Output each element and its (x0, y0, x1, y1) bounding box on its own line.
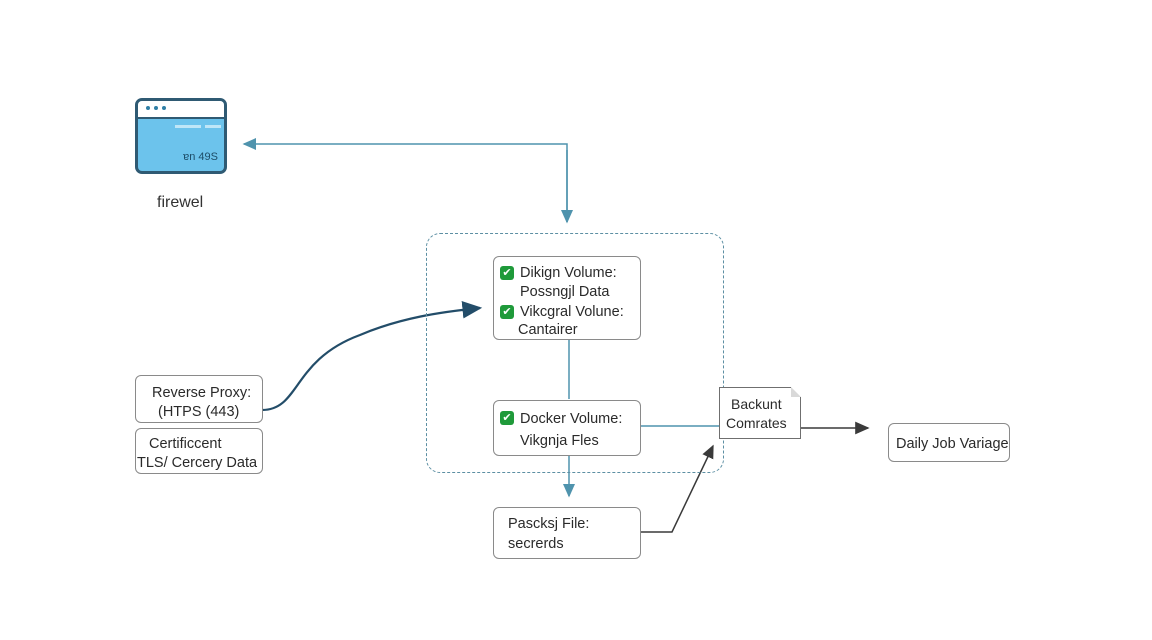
window-line-icon (175, 125, 201, 128)
docker-volume-box[interactable]: ✔ Docker Volume: Vikgnja Fles (493, 400, 641, 456)
window-dot-icon (146, 106, 150, 110)
firewall-link-arrow (242, 138, 568, 222)
volumes-box[interactable]: ✔ Dikign Volume: Possngjl Data ✔ Vikcgra… (493, 256, 641, 340)
package-file-line1: Pascksj File: (508, 516, 590, 532)
package-file-line2: secrerds (508, 536, 564, 552)
proxy-to-volume-arrow (261, 300, 483, 412)
reverse-proxy-line2: (HTPS (443) (158, 404, 240, 420)
volume-item1-line2: Possngjl Data (520, 284, 610, 300)
docker-volume-line1: Docker Volume: (520, 411, 623, 427)
backup-line1: Backunt (731, 396, 782, 412)
backup-document[interactable]: Backunt Comrates (719, 387, 801, 439)
docker-host-boundary (426, 233, 724, 473)
docker-volume-line2: Vikgnja Fles (520, 433, 599, 449)
package-file-box[interactable]: Pascksj File: secrerds (493, 507, 641, 559)
certificate-line2: TLS/ Cercery Data (137, 455, 258, 471)
package-to-backup-arrow (641, 444, 714, 533)
reverse-proxy-line1: Reverse Proxy: (152, 385, 252, 401)
page-fold-icon (791, 387, 801, 397)
window-line-icon (205, 125, 221, 128)
firewall-caption: firewel (157, 194, 204, 211)
checkbox-checked-icon[interactable]: ✔ (500, 266, 514, 280)
certificate-line1: Certificcent (149, 436, 222, 452)
window-titlebar (138, 101, 224, 119)
reverse-proxy-box[interactable]: Reverse Proxy: (HTPS (443) (135, 375, 263, 423)
backup-line2: Comrates (726, 415, 787, 431)
volume-item2-line1: Vikcgral Volune: (520, 304, 624, 320)
window-dot-icon (162, 106, 166, 110)
window-dot-icon (154, 106, 158, 110)
volume-item1-line1: Dikign Volume: (520, 265, 617, 281)
certificate-box[interactable]: Certificcent TLS/ Cercery Data (135, 428, 263, 474)
firewall-port-text: ɐn 49S (183, 151, 218, 163)
firewall-window-icon: ɐn 49S (135, 98, 227, 174)
daily-job-label: Daily Job Variage (896, 436, 1009, 452)
checkbox-checked-icon[interactable]: ✔ (500, 305, 514, 319)
volume-item2-line2: Cantairer (518, 322, 578, 338)
daily-job-box[interactable]: Daily Job Variage (888, 423, 1010, 462)
checkbox-checked-icon[interactable]: ✔ (500, 411, 514, 425)
